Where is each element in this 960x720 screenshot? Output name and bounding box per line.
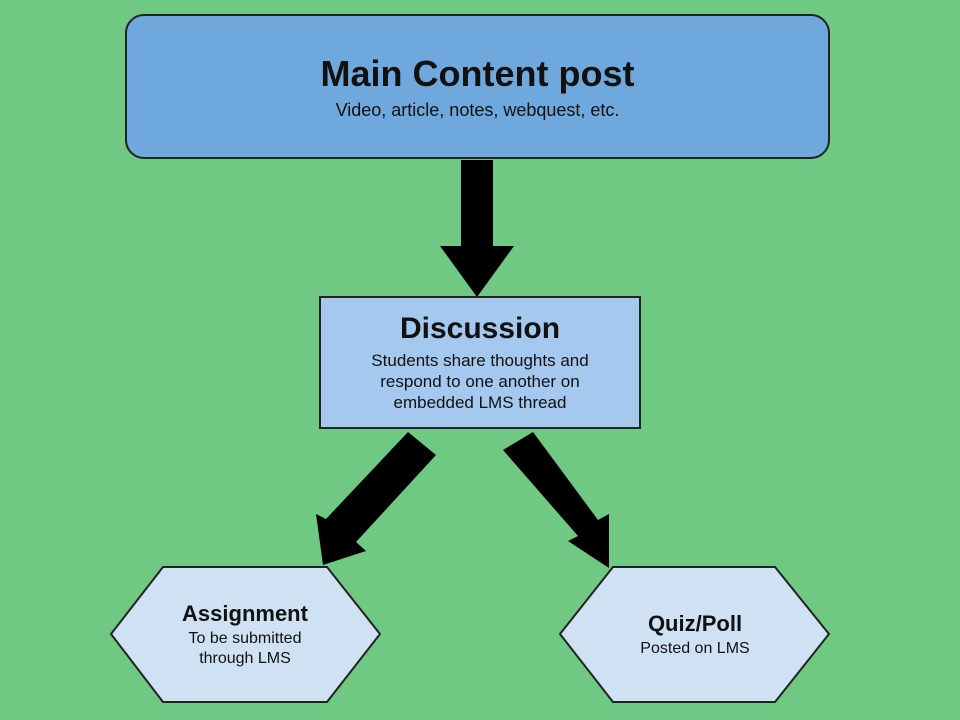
main-content-subtitle: Video, article, notes, webquest, etc. <box>335 99 620 120</box>
assignment-title: Assignment <box>182 600 308 626</box>
quiz-poll-subtitle: Posted on LMS <box>640 639 750 657</box>
quiz-poll-title: Quiz/Poll <box>647 610 743 636</box>
main-content-box <box>125 14 830 159</box>
main-content-title: Main Content post <box>320 52 635 94</box>
quiz-poll-hexagon <box>558 566 831 703</box>
quiz-poll-text: Quiz/Poll Posted on LMS <box>580 567 810 702</box>
arrow-discussion-to-quiz <box>503 432 609 568</box>
assignment-text: Assignment To be submitted through LMS <box>130 567 360 702</box>
arrow-discussion-to-assignment <box>316 432 436 565</box>
arrow-main-to-discussion <box>440 160 514 297</box>
main-content-text: Main Content post Video, article, notes,… <box>126 15 829 158</box>
assignment-hexagon <box>109 566 382 703</box>
assignment-subtitle: To be submitted through LMS <box>188 629 302 667</box>
discussion-subtitle: Students share thoughts and respond to o… <box>371 351 589 412</box>
discussion-box <box>319 296 641 429</box>
discussion-text: Discussion Students share thoughts and r… <box>320 297 640 428</box>
discussion-title: Discussion <box>399 312 561 345</box>
